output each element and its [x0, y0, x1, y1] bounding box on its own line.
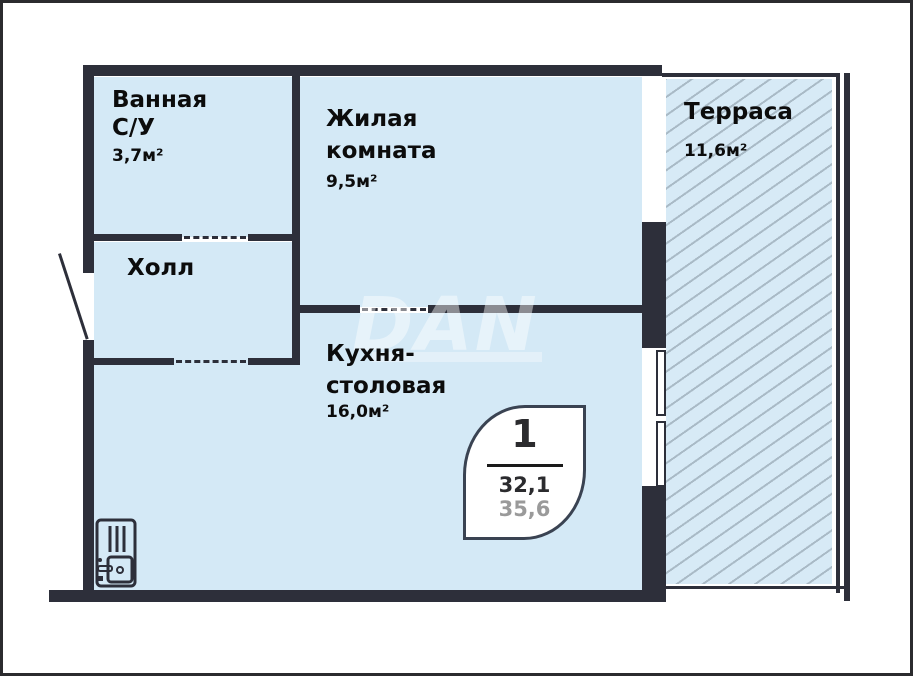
terrace-wall-bottom	[662, 586, 850, 589]
watermark-subtitle	[372, 352, 542, 362]
terrace-label: Терраса	[684, 99, 793, 125]
wall-right-lower	[642, 486, 666, 592]
kitchen-area-value: 16,0м²	[326, 402, 390, 422]
kitchen-label: Кухня- столовая	[326, 338, 446, 402]
apartment-badge: 1 32,1 35,6	[463, 405, 586, 540]
hall-label: Холл	[127, 255, 195, 281]
wall-living-kitchen-right	[428, 305, 642, 313]
living-room-area	[300, 77, 642, 307]
wall-left-lower	[83, 340, 94, 592]
wall-right-upper	[642, 222, 666, 348]
terrace-area-value: 11,6м²	[684, 141, 748, 161]
wall-bath-hall-left	[94, 234, 182, 241]
bathroom-area-value: 3,7м²	[112, 146, 164, 166]
watermark-logo: DAN	[352, 282, 539, 368]
window-2	[656, 421, 666, 487]
bathroom-label: Ванная С/У	[112, 86, 207, 142]
terrace-wall-right	[836, 73, 840, 593]
terrace-wall-right-outer	[844, 73, 850, 601]
wall-living-kitchen-left	[300, 305, 360, 313]
living-room-label: Жилая комната	[326, 103, 436, 167]
living-room-subname: комната	[326, 138, 437, 165]
doorway-living-kitchen	[362, 308, 426, 311]
wall-left-upper	[83, 65, 94, 273]
living-room-area-value: 9,5м²	[326, 172, 378, 192]
wall-bottom	[49, 590, 666, 602]
kitchen-name: Кухня-	[326, 341, 415, 367]
wall-hall-kitchen-right	[248, 358, 300, 365]
bathroom-subname: С/У	[112, 115, 156, 142]
wall-top	[83, 65, 662, 76]
wall-bath-hall-right	[248, 234, 294, 241]
total-area: 35,6	[498, 497, 551, 521]
doorway-hall-kitchen	[176, 360, 246, 363]
bathroom-area	[94, 77, 294, 237]
bathroom-name: Ванная	[112, 87, 208, 113]
window-1	[656, 350, 666, 416]
badge-divider	[486, 464, 563, 467]
kitchen-sink-icon	[94, 518, 138, 588]
wall-hall-kitchen-left	[94, 358, 174, 365]
terrace-wall-top	[662, 73, 840, 77]
living-room-name: Жилая	[326, 106, 418, 132]
rooms-count: 1	[511, 412, 538, 456]
wall-bathroom-living	[292, 65, 300, 365]
terrace-area	[666, 79, 832, 584]
kitchen-subname: столовая	[326, 373, 447, 400]
living-area-total: 32,1	[498, 473, 551, 497]
doorway-bathroom	[184, 236, 246, 239]
